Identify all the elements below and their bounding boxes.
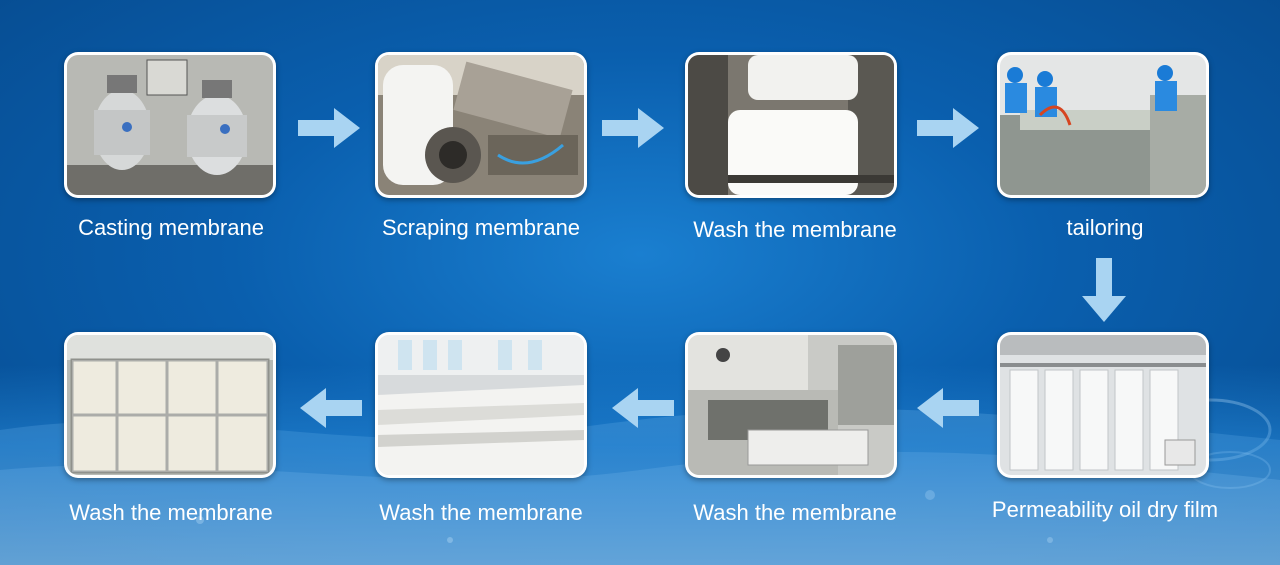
step-card-wash-2 <box>685 332 897 478</box>
stacked-sheets-photo <box>378 335 584 475</box>
step-label-drying: Permeability oil dry film <box>991 497 1219 522</box>
step-card-wash-1 <box>685 52 897 198</box>
step-label-wash-1: Wash the membrane <box>693 217 897 242</box>
arrow-left-icon <box>612 388 674 428</box>
step-card-tailoring <box>997 52 1209 198</box>
step-label-wash-3: Wash the membrane <box>379 500 583 525</box>
film-roll-machine-photo <box>378 55 584 195</box>
step-card-scraping <box>375 52 587 198</box>
reactor-tanks-photo <box>67 55 273 195</box>
arrow-left-icon <box>917 388 979 428</box>
step-label-casting: Casting membrane <box>78 215 264 240</box>
crated-rolls-photo <box>67 335 273 475</box>
arrow-right-icon <box>917 108 979 148</box>
washing-rollers-photo <box>688 55 894 195</box>
cutting-workers-photo <box>1000 55 1206 195</box>
step-card-casting <box>64 52 276 198</box>
arrow-left-icon <box>300 388 362 428</box>
step-label-wash-4: Wash the membrane <box>69 500 273 525</box>
step-label-wash-2: Wash the membrane <box>693 500 897 525</box>
step-card-wash-3 <box>375 332 587 478</box>
step-card-wash-4 <box>64 332 276 478</box>
arrow-right-icon <box>602 108 664 148</box>
arrow-down-icon <box>1082 258 1126 322</box>
arrow-right-icon <box>298 108 360 148</box>
step-card-drying <box>997 332 1209 478</box>
drying-hangers-photo <box>1000 335 1206 475</box>
step-label-tailoring: tailoring <box>1066 215 1144 240</box>
step-label-scraping: Scraping membrane <box>381 215 581 240</box>
packing-machine-photo <box>688 335 894 475</box>
